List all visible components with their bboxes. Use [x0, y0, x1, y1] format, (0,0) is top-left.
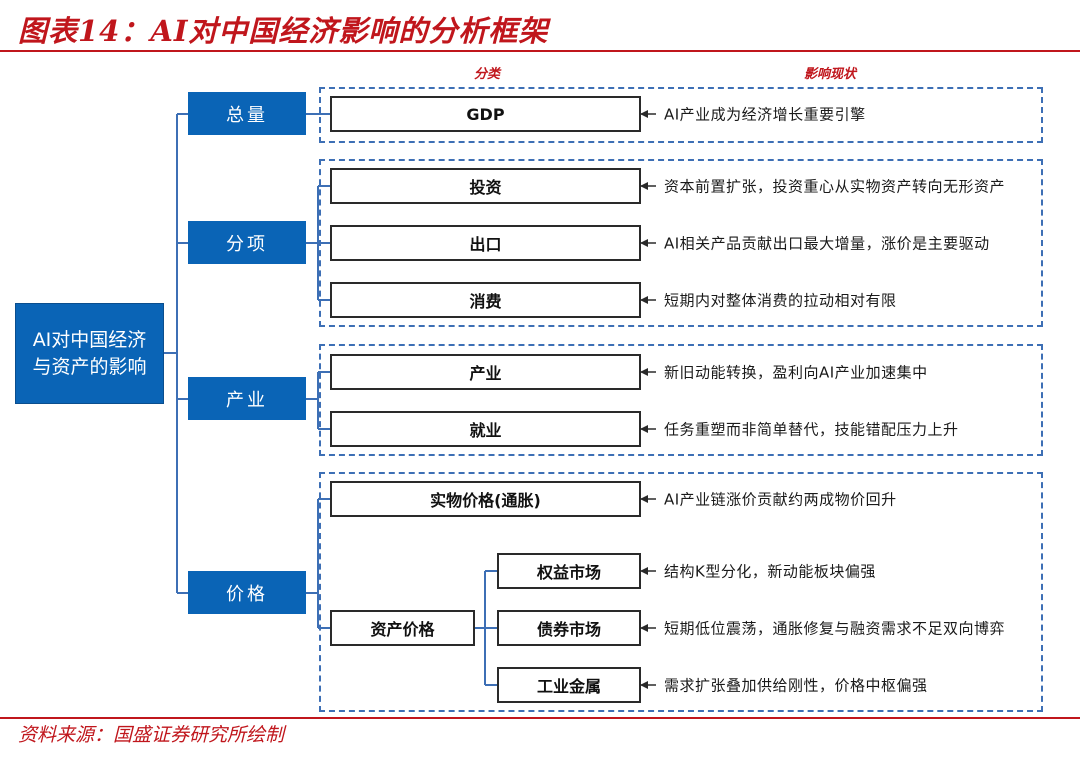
category-components: 分项 [188, 221, 306, 264]
category-prices: 价格 [188, 571, 306, 614]
item-employment: 就业 [330, 411, 641, 447]
group-frame-prices [319, 472, 1043, 712]
column-header-impact: 影响现状 [803, 67, 857, 82]
leader-arrowheads [640, 110, 648, 689]
item-equity-market: 权益市场 [497, 553, 641, 589]
impact-bond-market: 短期低位震荡，通胀修复与融资需求不足双向博弈 [664, 619, 1006, 638]
column-header-category: 分类 [473, 67, 501, 82]
item-exports: 出口 [330, 225, 641, 261]
item-consumption: 消费 [330, 282, 641, 318]
impact-industrial-metals: 需求扩张叠加供给刚性，价格中枢偏强 [664, 676, 928, 695]
item-industry: 产业 [330, 354, 641, 390]
impact-equity-market: 结构K型分化，新动能板块偏强 [664, 562, 876, 581]
category-industry: 产业 [188, 377, 306, 420]
impact-exports: AI相关产品贡献出口最大增量，涨价是主要驱动 [664, 234, 990, 253]
impact-employment: 任务重塑而非简单替代，技能错配压力上升 [664, 420, 959, 439]
root-label-line1: AI对中国经济 [32, 328, 147, 351]
root-label-line2: 与资产的影响 [32, 355, 147, 378]
impact-consumption: 短期内对整体消费的拉动相对有限 [664, 291, 897, 310]
impact-industry: 新旧动能转换，盈利向AI产业加速集中 [664, 363, 928, 382]
impact-investment: 资本前置扩张，投资重心从实物资产转向无形资产 [664, 177, 1006, 196]
footer-divider [0, 717, 1080, 719]
title-divider [0, 50, 1080, 52]
source-note: 资料来源：国盛证券研究所绘制 [18, 724, 285, 746]
group-frame-industry [319, 344, 1043, 456]
item-gdp: GDP [330, 96, 641, 132]
item-industrial-metals: 工业金属 [497, 667, 641, 703]
category-total: 总量 [188, 92, 306, 135]
connector-paths [164, 113, 497, 686]
root-node: AI对中国经济 与资产的影响 [15, 303, 164, 404]
item-physical-prices: 实物价格(通胀) [330, 481, 641, 517]
impact-gdp: AI产业成为经济增长重要引擎 [664, 105, 866, 124]
leader-lines [640, 113, 656, 686]
figure-title: 图表14：AI对中国经济影响的分析框架 [18, 14, 549, 48]
item-asset-prices: 资产价格 [330, 610, 475, 646]
item-investment: 投资 [330, 168, 641, 204]
impact-physical-prices: AI产业链涨价贡献约两成物价回升 [664, 490, 897, 509]
item-bond-market: 债券市场 [497, 610, 641, 646]
